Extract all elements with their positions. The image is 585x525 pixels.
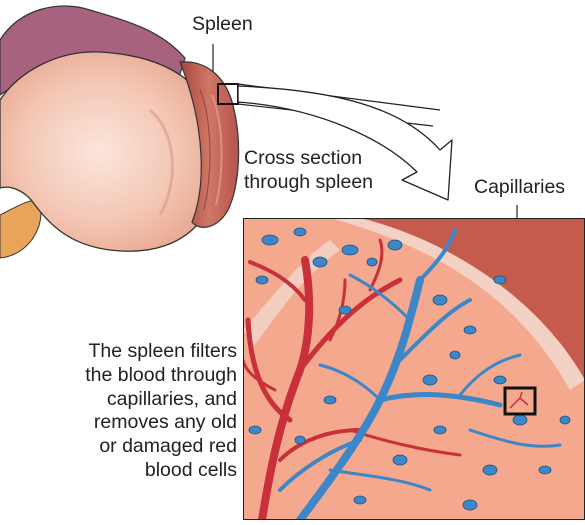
description-line-5: or damaged red bbox=[85, 435, 237, 459]
capillary-box bbox=[505, 388, 535, 414]
cross-section-label: Cross section through spleen bbox=[244, 147, 373, 195]
description-line-3: capillaries, and bbox=[85, 388, 237, 412]
capillaries-label: Capillaries bbox=[474, 176, 565, 200]
description-line-1: The spleen filters bbox=[85, 340, 237, 364]
pancreas-fat bbox=[0, 201, 41, 258]
organ-group bbox=[0, 6, 239, 258]
description-line-2: the blood through bbox=[85, 364, 237, 388]
cross-section-line-1: Cross section bbox=[244, 147, 373, 171]
cross-section-line-2: through spleen bbox=[244, 171, 373, 195]
cross-section-panel bbox=[243, 218, 585, 520]
description-line-4: removes any old bbox=[85, 411, 237, 435]
description-text: The spleen filters the blood through cap… bbox=[85, 340, 237, 483]
description-line-6: blood cells bbox=[85, 459, 237, 483]
spleen-label: Spleen bbox=[192, 13, 253, 37]
